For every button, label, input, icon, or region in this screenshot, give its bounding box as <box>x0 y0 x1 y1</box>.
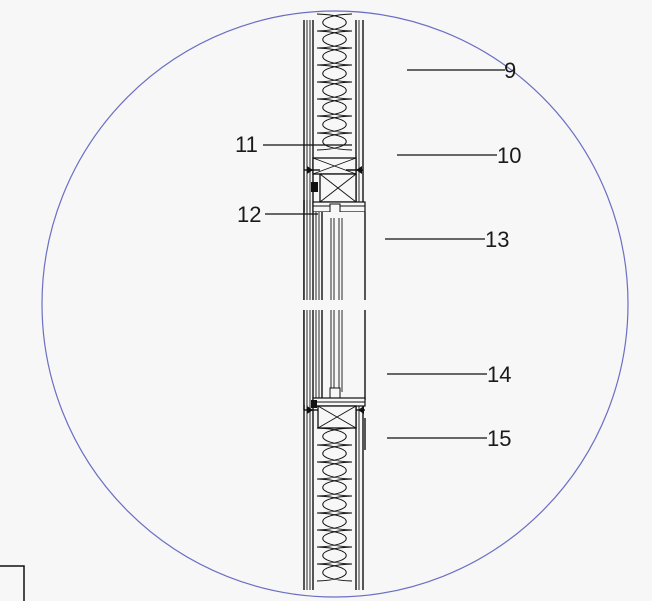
callout-10: 10 <box>497 143 521 168</box>
callout-15: 15 <box>487 426 511 451</box>
sill-timber <box>304 400 366 450</box>
insulation-loops <box>316 13 353 151</box>
callout-14: 14 <box>487 362 511 387</box>
insulation-loops <box>316 427 353 582</box>
callout-11: 11 <box>235 132 258 157</box>
sheet-frame-corner <box>0 565 25 601</box>
callout-13: 13 <box>485 227 509 252</box>
callout-leaders <box>263 69 505 439</box>
window-glazing-upper <box>303 200 366 302</box>
insulation-upper <box>316 13 353 151</box>
callout-12: 12 <box>237 202 261 227</box>
callout-9: 9 <box>504 58 516 83</box>
callout-labels: 9 10 11 12 13 14 15 <box>235 58 521 451</box>
wall-section <box>300 13 370 590</box>
insulation-lower <box>316 427 353 582</box>
section-break-gap <box>300 300 370 310</box>
detail-circle <box>41 10 629 598</box>
